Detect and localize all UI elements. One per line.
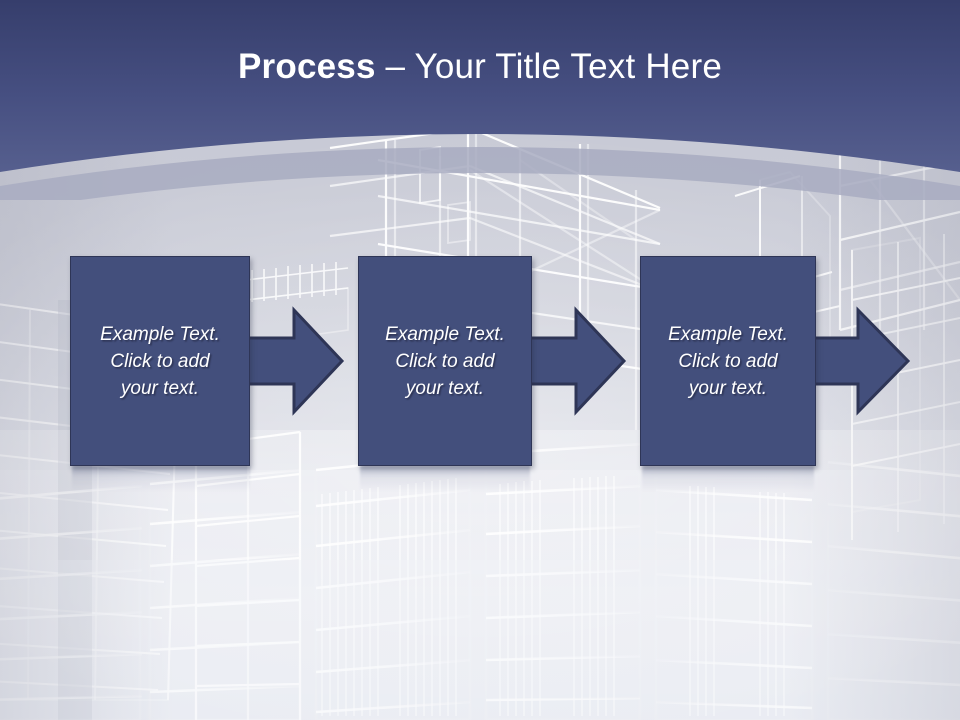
- process-step-box-2[interactable]: Example Text. Click to add your text.: [358, 256, 532, 466]
- process-arrow-3: [800, 306, 911, 416]
- page-title-rest: – Your Title Text Here: [375, 47, 722, 86]
- process-step-text-3: Example Text. Click to add your text.: [668, 323, 788, 399]
- page-title: Process – Your Title Text Here: [0, 46, 960, 88]
- header-curve-shape: [0, 0, 960, 212]
- header-banner: Process – Your Title Text Here: [0, 0, 960, 212]
- step-reflection-1: [72, 466, 250, 492]
- step-reflection-3: [642, 466, 814, 492]
- process-step-box-3[interactable]: Example Text. Click to add your text.: [640, 256, 816, 466]
- process-arrow-1: [236, 306, 345, 416]
- step-reflection-2: [360, 466, 530, 492]
- process-step-text-1: Example Text. Click to add your text.: [100, 323, 220, 399]
- page-title-strong: Process: [238, 47, 376, 86]
- process-arrow-2: [518, 306, 627, 416]
- process-step-box-1[interactable]: Example Text. Click to add your text.: [70, 256, 250, 466]
- process-step-text-2: Example Text. Click to add your text.: [385, 323, 505, 399]
